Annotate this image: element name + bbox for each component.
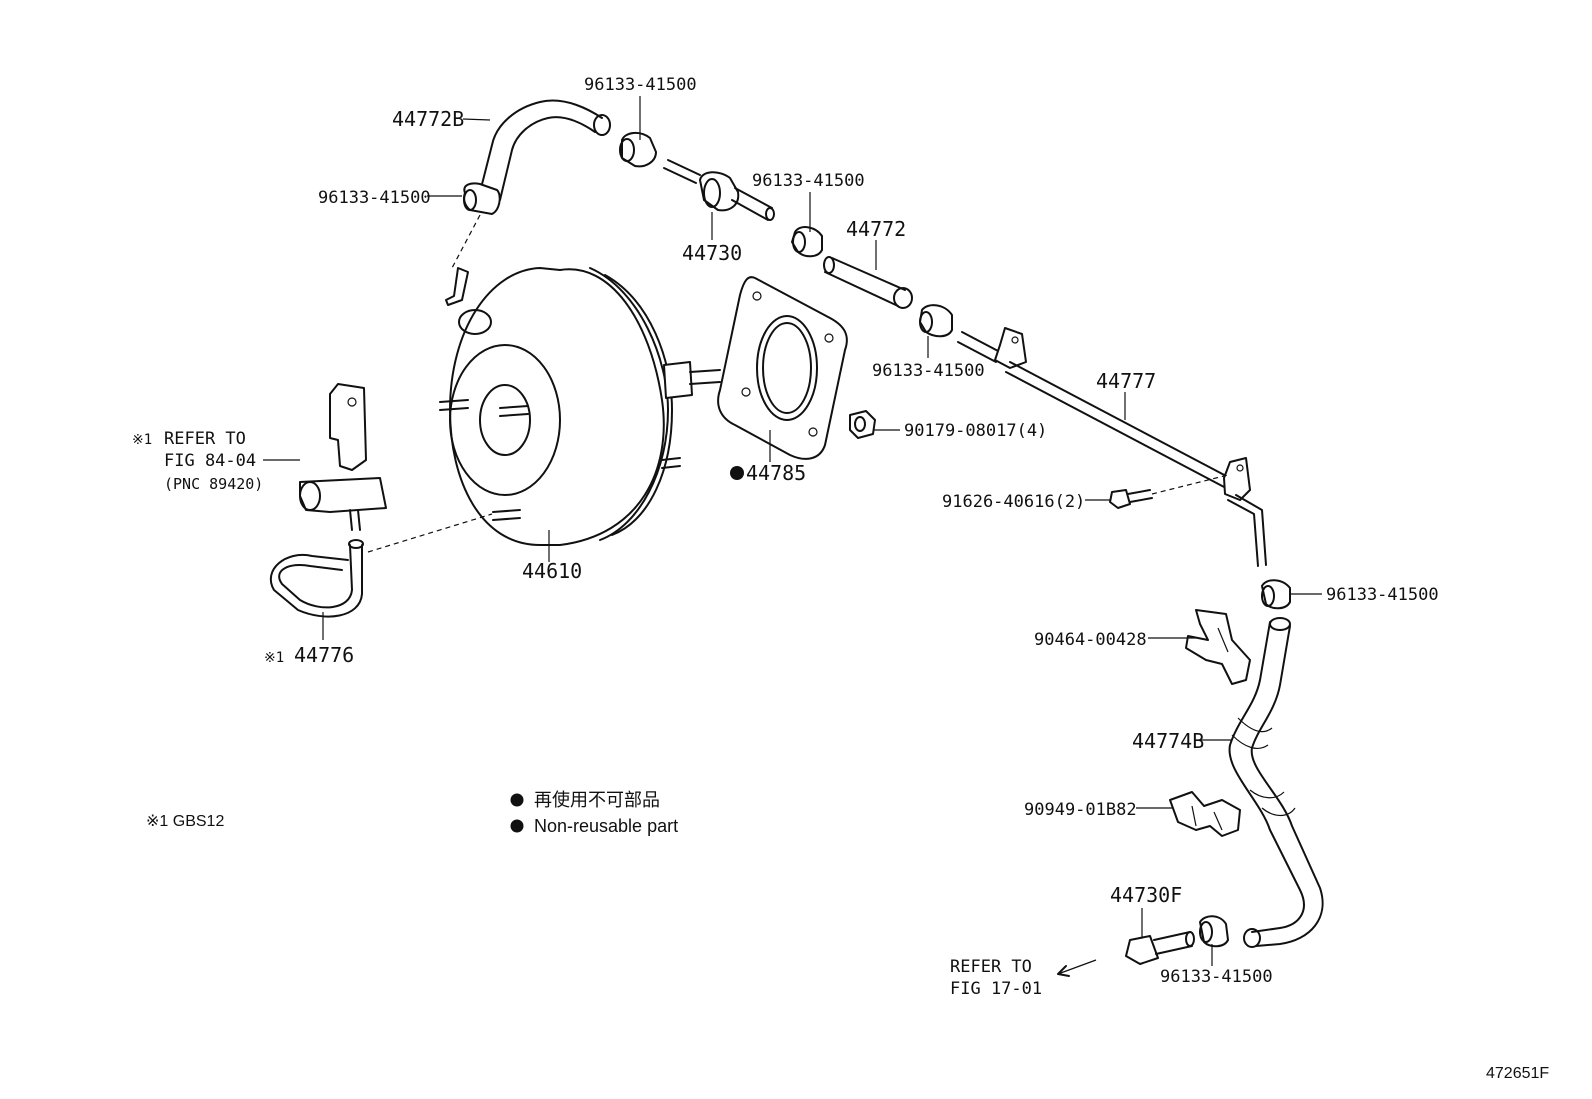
assembly-line-2 <box>367 513 493 553</box>
footnote-gbs12: ※1 GBS12 <box>146 813 224 830</box>
clamp-96133-left[interactable] <box>463 182 501 215</box>
hose-44776[interactable] <box>269 539 364 618</box>
refer-fig-84-04-line3: (PNC 89420) <box>164 475 263 493</box>
label-44772B[interactable]: 44772B <box>392 107 464 131</box>
union-44730F[interactable] <box>1125 931 1195 965</box>
label-44730[interactable]: 44730 <box>682 241 742 265</box>
clamp-96133-right[interactable] <box>1261 579 1291 610</box>
label-44730F[interactable]: 44730F <box>1110 883 1182 907</box>
clamp-96133-low[interactable] <box>919 304 953 338</box>
figure-id: 472651F <box>1486 1065 1549 1082</box>
refer-fig-84-04-line2[interactable]: FIG 84-04 <box>164 451 256 471</box>
assembly-line-1 <box>451 214 481 269</box>
legend-text-jp: 再使用不可部品 <box>534 790 660 810</box>
vacuum-sensor-bracket[interactable] <box>299 383 387 531</box>
bolt-91626[interactable] <box>1109 489 1153 509</box>
refer-fig-84-04-line1[interactable]: REFER TO <box>164 429 246 449</box>
label-44772[interactable]: 44772 <box>846 217 906 241</box>
label-44774B[interactable]: 44774B <box>1132 729 1204 753</box>
clamp-96133-bottom[interactable] <box>1199 915 1229 948</box>
label-96133-right[interactable]: 96133-41500 <box>1326 585 1439 605</box>
leader-lines <box>263 96 1322 966</box>
arrow-refer-fig-17-01 <box>1057 959 1097 977</box>
tube-44777[interactable] <box>957 327 1267 567</box>
nut-90179[interactable] <box>849 410 876 439</box>
assembly-line-3 <box>1151 474 1229 495</box>
legend-bullet-jp <box>510 793 524 807</box>
label-44776[interactable]: 44776 <box>294 643 354 667</box>
refer-fig-17-01-line2[interactable]: FIG 17-01 <box>950 979 1042 999</box>
label-96133-top[interactable]: 96133-41500 <box>584 75 697 95</box>
brake-booster-44610[interactable] <box>439 267 721 546</box>
label-44785[interactable]: 44785 <box>746 461 806 485</box>
non-reusable-bullet-44785 <box>730 466 744 480</box>
label-44777[interactable]: 44777 <box>1096 369 1156 393</box>
hose-44772B[interactable] <box>477 99 611 201</box>
check-valve-44730[interactable] <box>663 159 775 221</box>
label-96133-mid[interactable]: 96133-41500 <box>752 171 865 191</box>
clamp-96133-mid[interactable] <box>791 226 823 258</box>
clip-90464[interactable] <box>1185 609 1251 685</box>
gasket-44785[interactable] <box>717 276 848 460</box>
label-90949[interactable]: 90949-01B82 <box>1024 800 1137 820</box>
label-96133-bottom[interactable]: 96133-41500 <box>1160 967 1273 987</box>
clamp-96133-top[interactable] <box>619 132 657 168</box>
label-44776-mark: ※1 <box>264 650 284 666</box>
hose-44772[interactable] <box>823 256 913 309</box>
legend-text-en: Non-reusable part <box>534 816 678 836</box>
refer-fig-84-04-mark: ※1 <box>132 432 152 448</box>
label-96133-low[interactable]: 96133-41500 <box>872 361 985 381</box>
label-44610[interactable]: 44610 <box>522 559 582 583</box>
hose-44774B[interactable] <box>1228 617 1324 948</box>
label-91626[interactable]: 91626-40616(2) <box>942 492 1085 512</box>
refer-fig-17-01-line1[interactable]: REFER TO <box>950 957 1032 977</box>
label-96133-left[interactable]: 96133-41500 <box>318 188 431 208</box>
legend-bullet-en <box>510 819 524 833</box>
clip-90949[interactable] <box>1169 791 1241 837</box>
label-90464[interactable]: 90464-00428 <box>1034 630 1147 650</box>
label-90179[interactable]: 90179-08017(4) <box>904 421 1047 441</box>
